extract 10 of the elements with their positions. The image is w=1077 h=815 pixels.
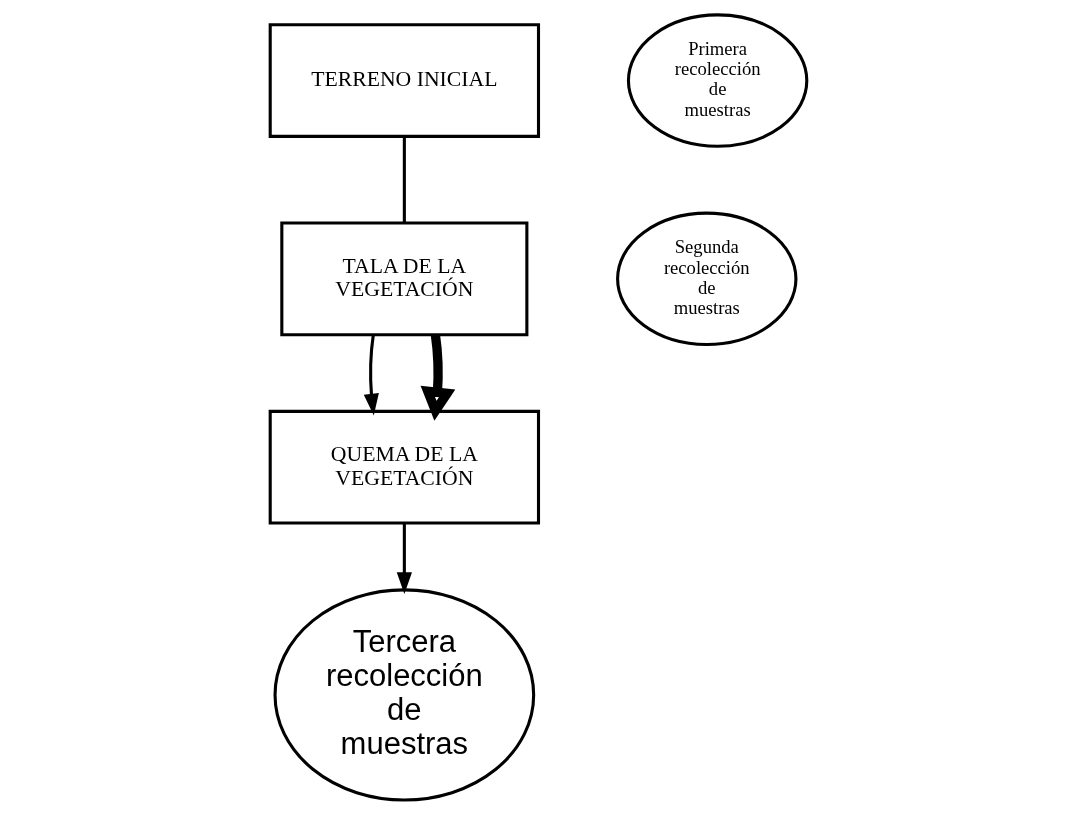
node-ellipse: Segunda recolección de muestras bbox=[616, 211, 798, 347]
arrow bbox=[396, 523, 412, 595]
node-ellipse: Tercera recolección de muestras bbox=[273, 588, 536, 802]
node-box: TALA DE LA VEGETACIÓN bbox=[280, 221, 529, 337]
node-ellipse: Primera recolección de muestras bbox=[626, 13, 809, 148]
node-box: TERRENO INICIAL bbox=[268, 23, 541, 138]
connector bbox=[402, 136, 406, 223]
arrow bbox=[363, 334, 379, 416]
node-box: QUEMA DE LA VEGETACIÓN bbox=[268, 409, 541, 525]
arrow bbox=[420, 334, 456, 421]
